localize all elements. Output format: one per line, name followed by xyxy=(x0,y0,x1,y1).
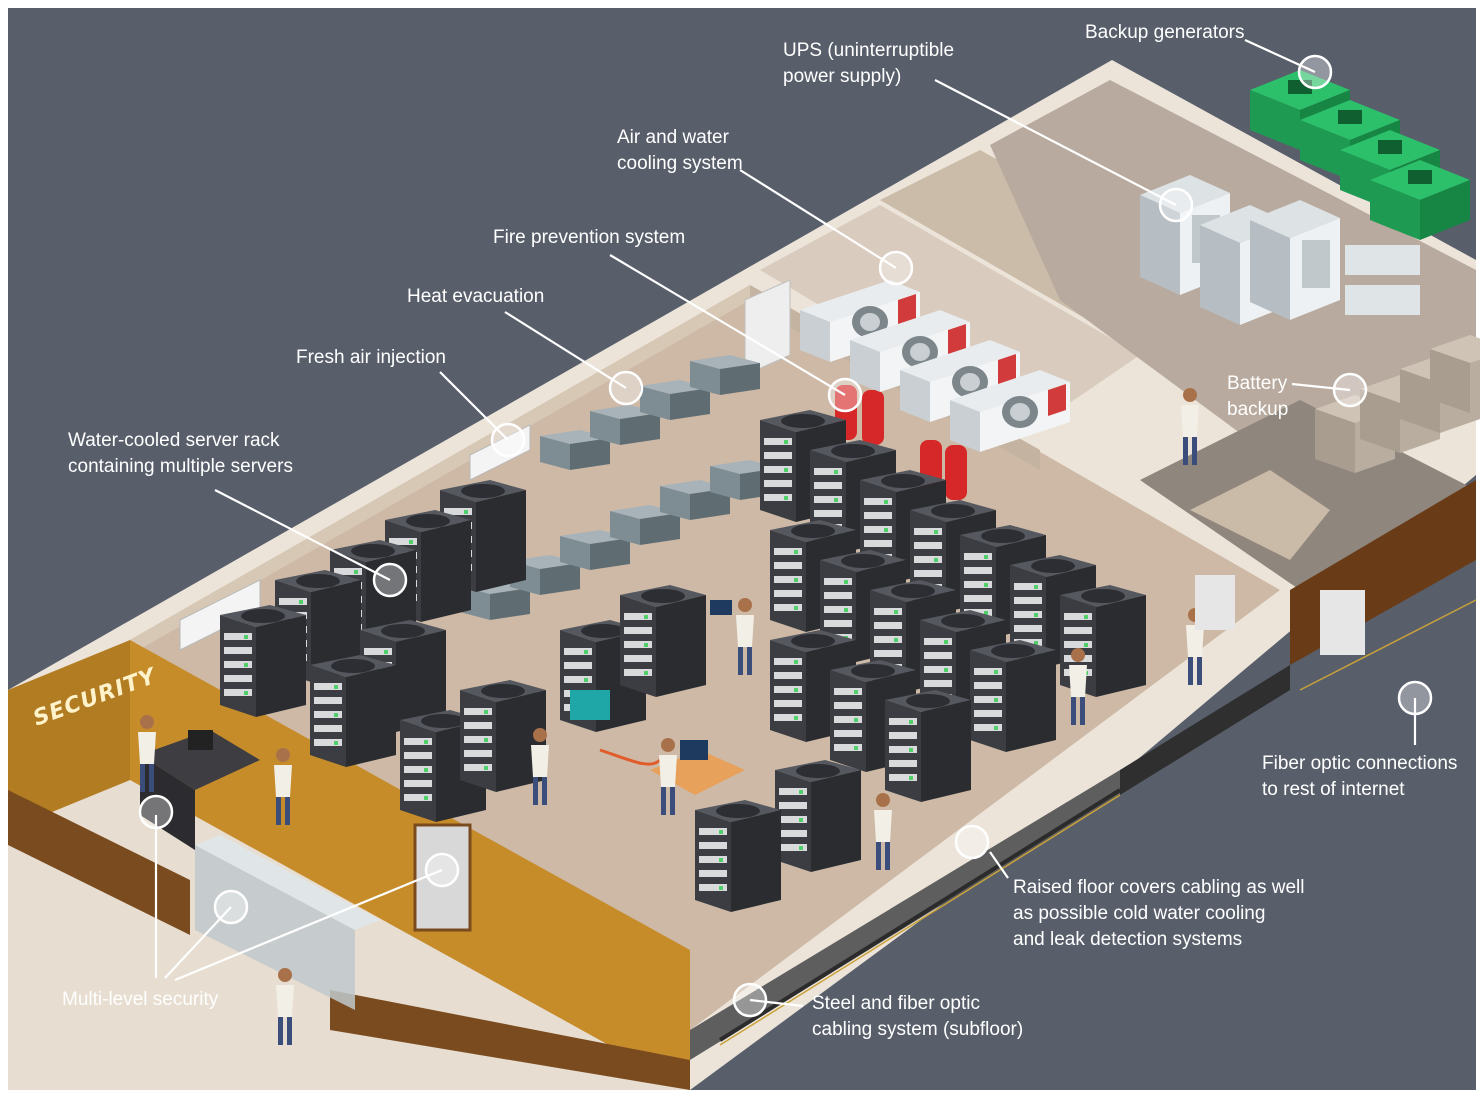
label-fresh-air: Fresh air injection xyxy=(296,347,446,368)
callout-security-desk xyxy=(138,794,174,830)
label-ups: UPS (uninterruptible power supply) xyxy=(783,40,955,87)
callout-backup-generators xyxy=(1297,54,1333,90)
callout-heat xyxy=(608,370,644,406)
label-server-rack: Water-cooled server rack containing mult… xyxy=(68,430,293,477)
callout-fresh-air xyxy=(490,422,526,458)
callout-ups xyxy=(1158,187,1194,223)
label-backup-generators: Backup generators xyxy=(1085,22,1245,43)
callout-cooling xyxy=(878,250,914,286)
callout-steel-fiber xyxy=(732,982,768,1018)
callout-security-entrance xyxy=(424,852,460,888)
callout-raised-floor xyxy=(954,824,990,860)
label-fire-prevention: Fire prevention system xyxy=(493,227,686,248)
label-heat-evacuation: Heat evacuation xyxy=(407,286,545,307)
label-steel-fiber: Steel and fiber optic cabling system (su… xyxy=(812,993,1024,1040)
callout-fiber xyxy=(1397,680,1433,716)
callout-security-door xyxy=(213,889,249,925)
label-raised-floor: Raised floor covers cabling as well as p… xyxy=(1013,877,1305,950)
callout-fire xyxy=(827,377,863,413)
label-multi-level-security: Multi-level security xyxy=(62,989,219,1010)
label-fiber-optic: Fiber optic connections to rest of inter… xyxy=(1262,753,1458,800)
callout-server-rack xyxy=(372,562,408,598)
label-air-water-cooling: Air and water cooling system xyxy=(617,127,743,174)
label-battery-backup: Battery backup xyxy=(1227,373,1289,420)
callout-battery xyxy=(1332,372,1368,408)
